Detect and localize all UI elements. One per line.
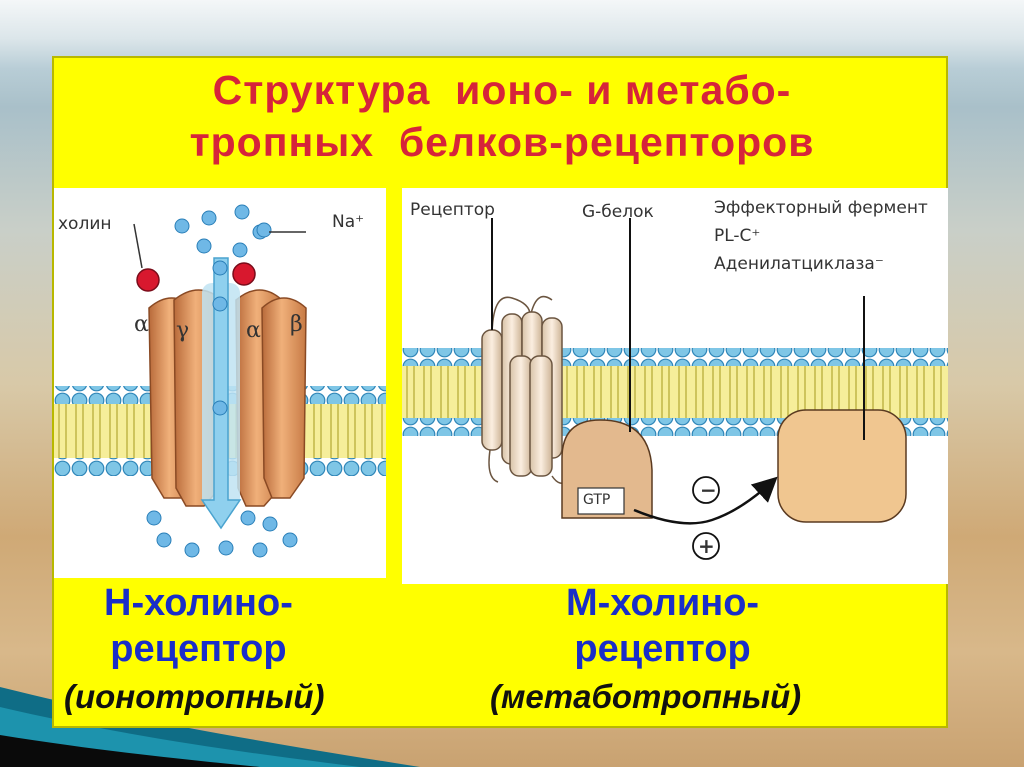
metabotropic-caption-line-1: М-холино- — [566, 582, 760, 624]
gprotein-label: G-белок — [582, 202, 654, 222]
slide-panel: Структура ионо- и метабо- тропных белков… — [52, 56, 948, 728]
ionotropic-caption: Н-холино- рецептор — [104, 580, 293, 672]
metabotropic-caption: М-холино- рецептор — [566, 580, 759, 672]
title-line-2: тропных белков-рецепторов — [189, 119, 815, 165]
slide-title: Структура ионо- и метабо- тропных белков… — [54, 64, 950, 168]
inhibition-sign — [692, 476, 720, 504]
ionotropic-diagram-graphic — [54, 204, 386, 558]
g-protein — [561, 419, 653, 519]
subunit-alpha-left: α — [134, 312, 149, 337]
subunit-alpha-right: α — [246, 318, 261, 343]
adenylate-cyclase-label: Аденилатциклаза⁻ — [714, 254, 884, 274]
ionotropic-caption-line-1: Н-холино- — [104, 582, 293, 624]
effector-enzyme — [777, 409, 907, 523]
metabotropic-type: (метаботропный) — [490, 678, 802, 715]
gpcr-receptor — [481, 295, 569, 484]
metabotropic-caption-line-2: рецептор — [574, 628, 751, 670]
plus-sign-label: + — [698, 534, 715, 558]
choline-label: холин — [58, 214, 112, 234]
receptor-label: Рецептор — [410, 200, 495, 220]
title-line-1: Структура ионо- и метабо- — [212, 67, 792, 113]
ion-channel-protein — [148, 257, 307, 530]
ionotropic-receptor-diagram: холин Na⁺ α γ α β — [54, 188, 386, 578]
plc-label: PL-C⁺ — [714, 226, 761, 246]
choline-molecules — [133, 223, 256, 292]
sodium-ions — [146, 204, 298, 558]
subunit-gamma: γ — [176, 318, 190, 343]
minus-sign-label: − — [700, 478, 717, 502]
metabotropic-receptor-diagram: Рецептор G-белок Эффекторный фермент PL-… — [402, 188, 948, 584]
metabotropic-diagram-graphic — [402, 218, 948, 560]
gtp-label: GTP — [583, 492, 611, 508]
effector-label: Эффекторный фермент — [714, 198, 928, 218]
ionotropic-caption-line-2: рецептор — [110, 628, 287, 670]
sodium-label: Na⁺ — [332, 212, 365, 232]
ionotropic-type: (ионотропный) — [64, 678, 325, 715]
subunit-beta: β — [290, 312, 303, 337]
background-wave-decoration — [0, 687, 420, 767]
activation-sign — [692, 532, 720, 560]
activation-arrow — [633, 476, 778, 525]
